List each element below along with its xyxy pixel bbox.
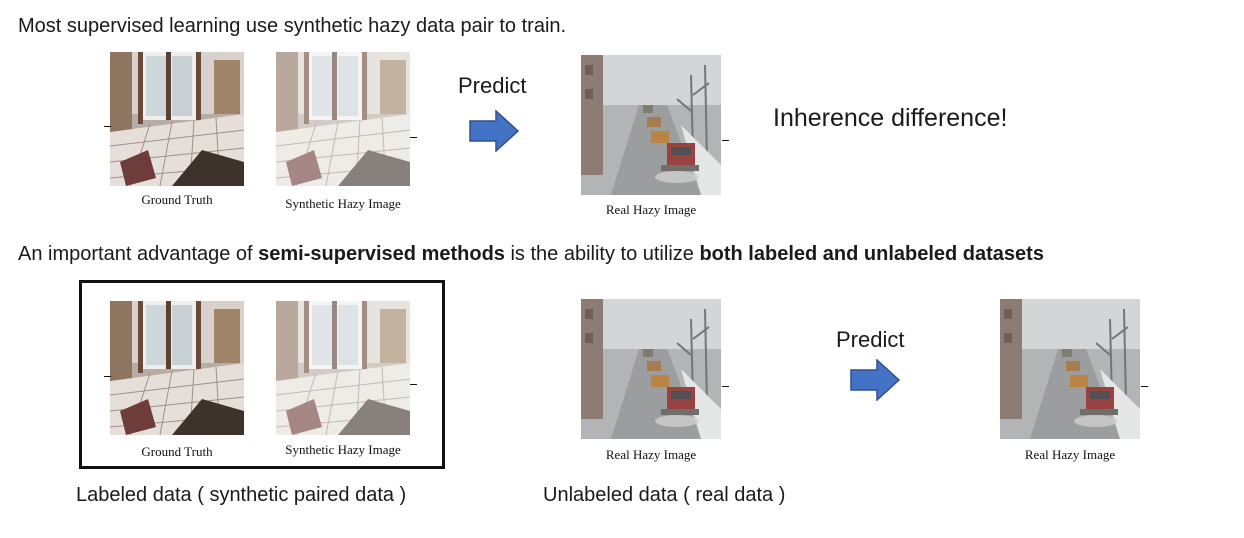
predict-label: Predict — [458, 73, 526, 99]
datasets-highlight: both labeled and unlabeled datasets — [699, 243, 1044, 265]
semi-supervised-highlight: semi-supervised methods — [258, 243, 505, 265]
real-hazy-image — [581, 299, 721, 439]
ground-truth-image — [110, 301, 244, 435]
tick-mark — [104, 126, 111, 127]
ground-truth-image — [110, 52, 244, 186]
row2-description: An important advantage of semi-supervise… — [18, 242, 1044, 266]
tick-mark — [410, 384, 417, 385]
sentence-text: An important advantage of — [18, 243, 258, 265]
unlabeled-data-caption: Unlabeled data ( real data ) — [543, 484, 785, 507]
tick-mark — [104, 376, 111, 377]
predict-label: Predict — [836, 327, 904, 353]
real-hazy-caption: Real Hazy Image — [581, 202, 721, 218]
ground-truth-caption: Ground Truth — [110, 444, 244, 460]
inherence-difference-label: Inherence difference! — [773, 104, 1007, 133]
tick-mark — [722, 386, 729, 387]
right-arrow-icon — [850, 359, 900, 401]
tick-mark — [410, 137, 417, 138]
real-hazy-image — [581, 55, 721, 195]
real-hazy-caption: Real Hazy Image — [581, 447, 721, 463]
tick-mark — [722, 140, 729, 141]
predicted-real-hazy-image — [1000, 299, 1140, 439]
synthetic-hazy-image — [276, 52, 410, 186]
labeled-data-caption: Labeled data ( synthetic paired data ) — [76, 484, 406, 507]
synthetic-hazy-caption: Synthetic Hazy Image — [268, 442, 418, 458]
row1-description: Most supervised learning use synthetic h… — [18, 14, 566, 38]
synthetic-hazy-image — [276, 301, 410, 435]
real-hazy-caption: Real Hazy Image — [1000, 447, 1140, 463]
ground-truth-caption: Ground Truth — [110, 192, 244, 208]
right-arrow-icon — [469, 110, 519, 152]
sentence-text: is the ability to utilize — [505, 243, 700, 265]
synthetic-hazy-caption: Synthetic Hazy Image — [268, 196, 418, 212]
tick-mark — [1141, 386, 1148, 387]
